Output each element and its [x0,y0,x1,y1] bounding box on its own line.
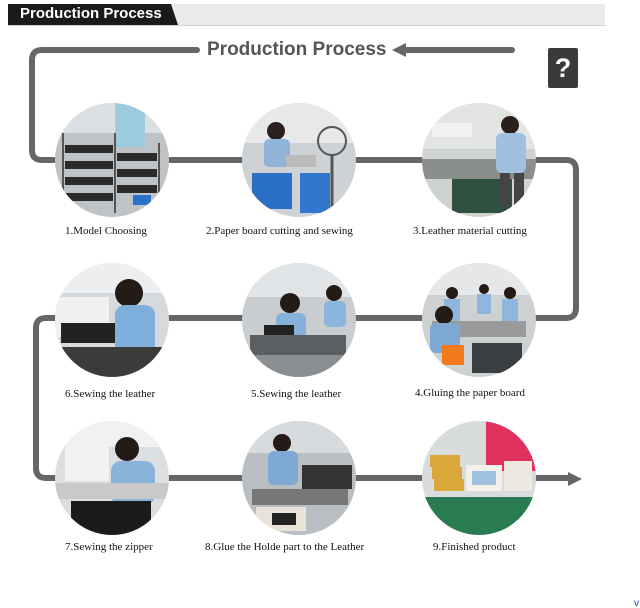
page-title: Production Process [207,39,387,60]
header-tab [8,4,178,25]
header-tab-label: Production Process [20,5,162,22]
step-1-photo [55,103,169,217]
step-9-photo [422,421,536,535]
step-5-label: 5.Sewing the leather [251,388,342,400]
step-8-label: 8.Glue the Holde part to the Leather [205,541,365,553]
step-9-label: 9.Finished product [433,541,516,553]
step-3-photo [422,103,536,217]
step-4-label: 4.Gluing the paper board [415,387,525,399]
help-icon[interactable]: ? [548,48,578,88]
corner-mark: v [634,598,639,608]
step-4-photo [422,263,536,377]
step-1-label: 1.Model Choosing [65,225,147,237]
step-7-photo [55,421,169,535]
header-divider [8,25,605,26]
step-2-photo [242,103,356,217]
step-2-label: 2.Paper board cutting and sewing [206,225,353,237]
step-7-label: 7.Sewing the zipper [65,541,153,553]
step-3-label: 3.Leather material cutting [413,225,527,237]
step-8-photo [242,421,356,535]
step-6-label: 6.Sewing the leather [65,388,156,400]
step-5-photo [242,263,356,377]
step-6-photo [55,263,169,377]
